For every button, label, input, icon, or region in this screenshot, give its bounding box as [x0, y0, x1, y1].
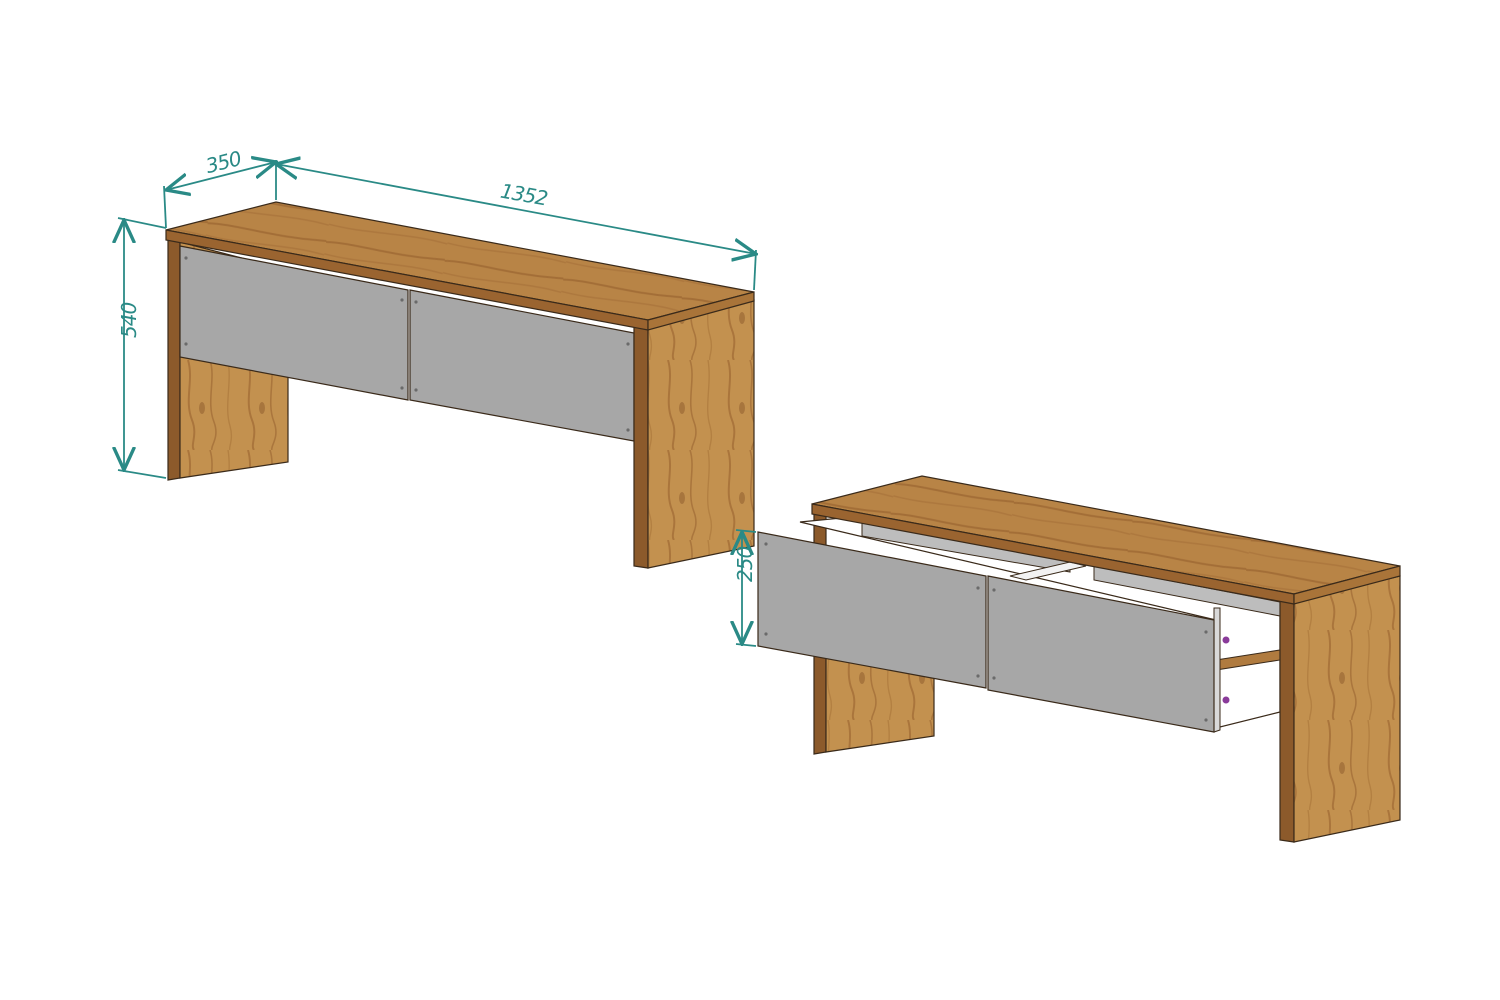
- drawer-height-label: 250: [733, 547, 757, 582]
- right-leg-front: [633, 325, 649, 569]
- drawer-pin: [1222, 696, 1230, 704]
- open-drawer-front-left: [757, 531, 987, 689]
- closed-drawer-front-left: [179, 245, 409, 401]
- top-side-edge: [647, 291, 755, 331]
- height-label: 540: [117, 303, 141, 338]
- drawer-side-edge: [1213, 607, 1221, 733]
- depth-dimension-line: [166, 162, 276, 190]
- closed-unit: [165, 201, 755, 569]
- right-leg: [647, 299, 755, 569]
- left-leg-front: [167, 239, 181, 481]
- drawer-pin: [1222, 636, 1230, 644]
- closed-screws: [184, 256, 630, 432]
- width-dimension-line: [276, 164, 756, 254]
- dimensions-closed: [118, 160, 756, 479]
- dimensions-open: [736, 529, 757, 647]
- drawer-divider: [1009, 561, 1087, 581]
- depth-label: 350: [203, 146, 243, 178]
- open-top-side-edge: [1293, 565, 1401, 605]
- open-screws: [764, 542, 1208, 722]
- open-right-leg-front: [1279, 599, 1295, 843]
- open-unit: [757, 475, 1401, 843]
- open-right-leg: [1293, 575, 1401, 843]
- open-drawer-front-right: [987, 575, 1215, 733]
- width-label: 1352: [499, 179, 550, 211]
